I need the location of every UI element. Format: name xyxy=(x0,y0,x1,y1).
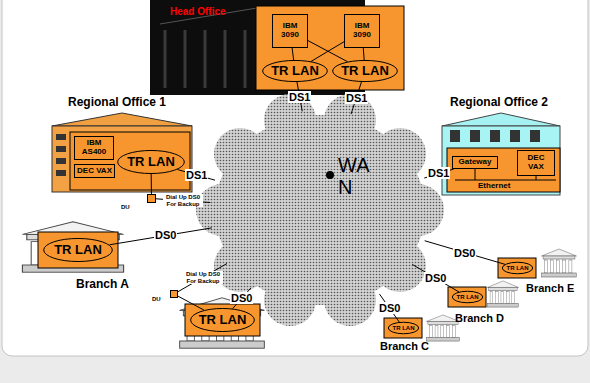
node-heading: Head Office xyxy=(170,6,226,17)
link-label: DS0 xyxy=(424,272,447,284)
mainframe-box: IBM 3090 xyxy=(272,14,308,48)
node-heading: Branch C xyxy=(380,340,429,352)
host-box: DEC VAX xyxy=(517,150,555,176)
node-text: TR LAN xyxy=(507,265,529,272)
token-ring-lan: TR LAN xyxy=(117,150,185,174)
token-ring-lan: TR LAN xyxy=(262,60,328,82)
link-label: Dial Up DS0 For Backup xyxy=(163,194,203,207)
link-label: DS0 xyxy=(378,302,401,314)
oval-shape xyxy=(452,291,482,303)
link-line xyxy=(178,296,204,310)
oval-shape xyxy=(333,60,398,81)
oval-shape xyxy=(44,238,113,261)
oval-shape xyxy=(263,60,328,81)
node-text: TR LAN xyxy=(393,325,415,332)
link-line xyxy=(308,41,348,62)
node-heading: DU xyxy=(152,296,161,303)
oval-shape xyxy=(388,322,418,334)
link-line xyxy=(178,263,227,291)
slide-card xyxy=(2,0,588,356)
node-heading: DU xyxy=(121,204,130,211)
link-line xyxy=(177,170,215,181)
link-line xyxy=(412,264,459,292)
node-heading: Regional Office 2 xyxy=(450,96,548,109)
head-office-building xyxy=(150,0,404,95)
node-text: IBM 3090 xyxy=(275,22,305,40)
link-label: DS0 xyxy=(230,292,253,304)
network-label: Ethernet xyxy=(478,182,510,191)
node-heading: Regional Office 1 xyxy=(68,96,166,109)
node-heading: Branch E xyxy=(526,282,574,294)
link-label: DS1 xyxy=(185,169,208,181)
link-label: DS0 xyxy=(453,247,476,259)
token-ring-lan: TR LANBranch D xyxy=(452,291,483,303)
oval-shape xyxy=(502,262,532,274)
link-line xyxy=(292,48,294,60)
node-text: TR LAN xyxy=(54,243,102,257)
node-text: DEC VAX xyxy=(77,167,112,176)
link-line xyxy=(363,48,365,60)
link-label: DS1 xyxy=(345,92,368,104)
link-label: DS1 xyxy=(427,167,450,179)
node-text: IBM 3090 xyxy=(347,22,377,40)
branch-building xyxy=(22,222,576,348)
node-text: DEC VAX xyxy=(521,154,551,172)
link-line xyxy=(311,42,344,62)
node-heading: WA N xyxy=(338,154,374,198)
wan-cloud: WA N xyxy=(210,110,430,310)
token-ring-lan: TR LAN xyxy=(332,60,398,82)
token-ring-lan: TR LANBranch C xyxy=(388,322,419,334)
head-office: Head OfficeIBM 3090 IBM 3090 TR LAN TR LAN xyxy=(150,0,398,95)
link-line xyxy=(425,241,505,265)
node-text: IBM AS400 xyxy=(77,139,111,157)
regional-office: Regional Office 1IBM AS400DEC VAXTR LAN xyxy=(50,112,195,194)
node-text: TR LAN xyxy=(199,313,247,327)
token-ring-lan: TR LANBranch E xyxy=(502,262,533,274)
oval-shape xyxy=(191,308,255,331)
node-text: Gateway xyxy=(459,158,492,167)
host-box: IBM AS400 xyxy=(74,136,114,160)
dial-unit: DU xyxy=(147,194,156,203)
link-label: DS0 xyxy=(154,229,177,241)
oval-shape xyxy=(118,150,185,173)
node-heading: Branch D xyxy=(455,312,504,324)
node-heading: Branch A xyxy=(76,278,129,291)
link-label: DS1 xyxy=(288,91,311,103)
dial-unit: DU xyxy=(170,290,178,298)
gateway-box: Gateway xyxy=(452,156,498,169)
link-line xyxy=(151,174,152,194)
host-box: DEC VAX xyxy=(74,164,115,178)
mainframe-box: IBM 3090 xyxy=(344,14,380,48)
token-ring-lan: TR LAN xyxy=(190,308,255,332)
wan-cloud-shape xyxy=(196,94,444,326)
node-text: TR LAN xyxy=(341,64,389,78)
token-ring-lan: TR LANBranch A xyxy=(43,238,113,262)
node-text: TR LAN xyxy=(127,155,175,169)
link-label: Dial Up DS0 For Backup xyxy=(183,271,223,284)
link-line xyxy=(110,228,212,245)
regional-office-building xyxy=(442,113,560,195)
regional-office-building xyxy=(52,113,192,192)
wan-dot xyxy=(326,171,334,179)
node-text: TR LAN xyxy=(271,64,319,78)
node-text: TR LAN xyxy=(457,294,479,301)
